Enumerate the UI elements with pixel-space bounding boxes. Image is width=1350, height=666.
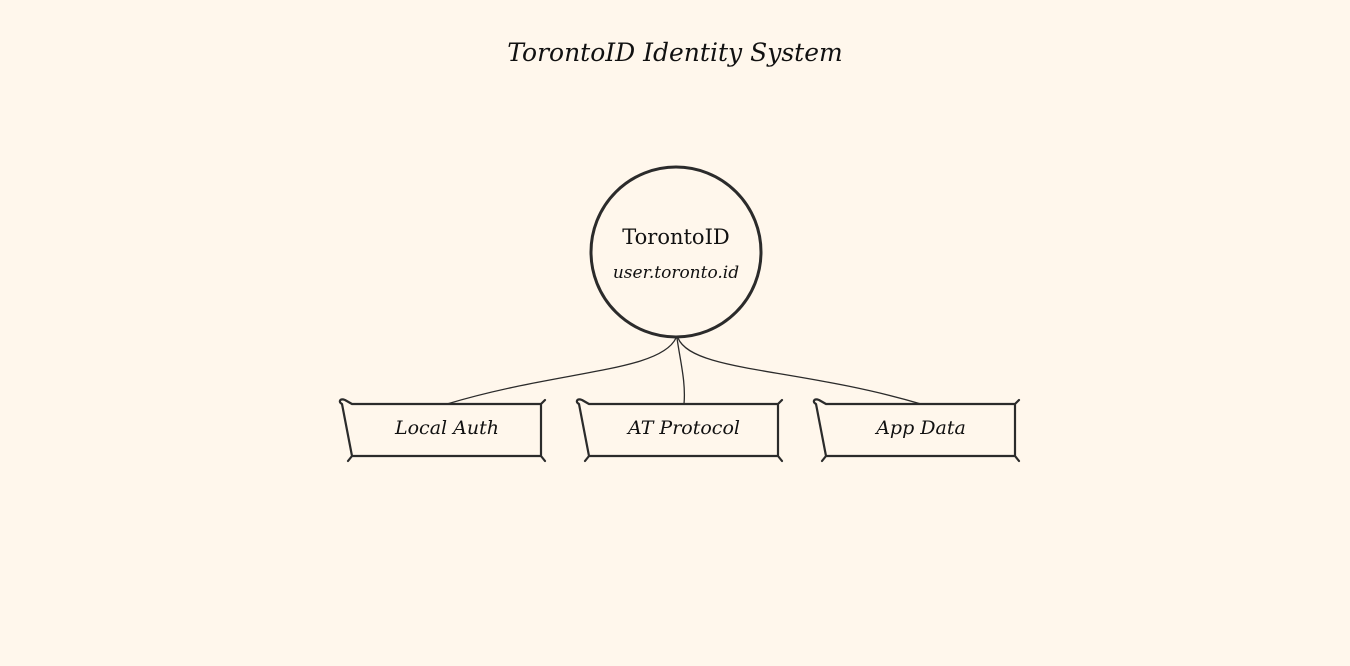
root-node-circle [589,165,763,339]
diagram-title: TorontoID Identity System [507,38,843,67]
connector-at-protocol [676,337,686,405]
child-node-at-protocol-label: AT Protocol [626,417,740,439]
child-node-local-auth-shape [338,398,547,463]
root-node: TorontoID user.toronto.id [589,165,763,339]
root-node-handle: user.toronto.id [613,263,739,283]
child-node-local-auth: Local Auth [338,398,547,463]
child-node-at-protocol-shape [575,398,784,463]
child-node-app-data-label: App Data [874,417,966,439]
child-node-app-data-shape [812,398,1021,463]
connector-local-auth [446,337,677,405]
connectors [446,337,922,405]
root-node-name: TorontoID [622,225,729,249]
child-node-local-auth-label: Local Auth [394,417,499,439]
child-node-app-data: App Data [812,398,1021,463]
connector-app-data [677,337,922,405]
child-node-at-protocol: AT Protocol [575,398,784,463]
